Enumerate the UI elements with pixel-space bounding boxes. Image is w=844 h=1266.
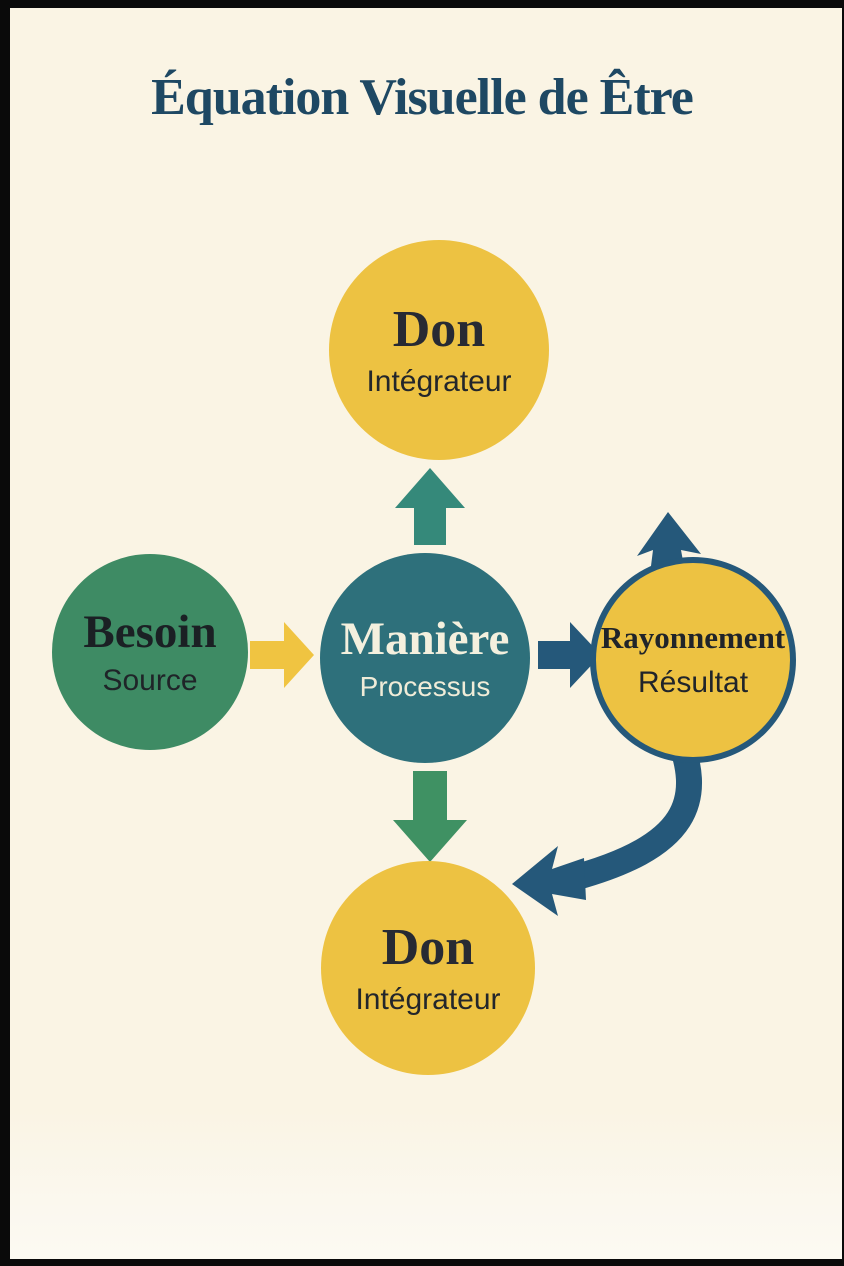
node-title: Don: [381, 918, 475, 976]
node-subtitle: Intégrateur: [355, 982, 501, 1016]
arrow-maniere-to-rayonnement-icon: [538, 622, 601, 688]
node-title: Rayonnement: [600, 619, 786, 655]
node-title: Besoin: [83, 605, 217, 658]
node-subtitle: Processus: [359, 670, 491, 702]
node-don-top: Don Intégrateur: [329, 240, 549, 460]
node-subtitle: Résultat: [637, 665, 749, 699]
node-maniere: Manière Processus: [320, 553, 530, 763]
node-title: Don: [392, 300, 486, 358]
arrow-besoin-to-maniere-icon: [250, 622, 314, 688]
page-title: Équation Visuelle de Être: [151, 69, 694, 126]
node-rayonnement: Rayonnement Résultat: [590, 557, 796, 763]
arrow-maniere-to-don-bottom-icon: [393, 771, 467, 862]
node-subtitle: Source: [102, 663, 198, 697]
arrow-maniere-to-don-top-icon: [395, 468, 465, 545]
node-don-bottom: Don Intégrateur: [321, 861, 535, 1075]
arrow-rayonnement-top-head-icon: [637, 512, 701, 574]
node-title: Manière: [340, 612, 510, 665]
arrow-rayonnement-to-don-head-icon: [512, 846, 586, 916]
node-besoin: Besoin Source: [52, 554, 248, 750]
node-subtitle: Intégrateur: [366, 364, 512, 398]
